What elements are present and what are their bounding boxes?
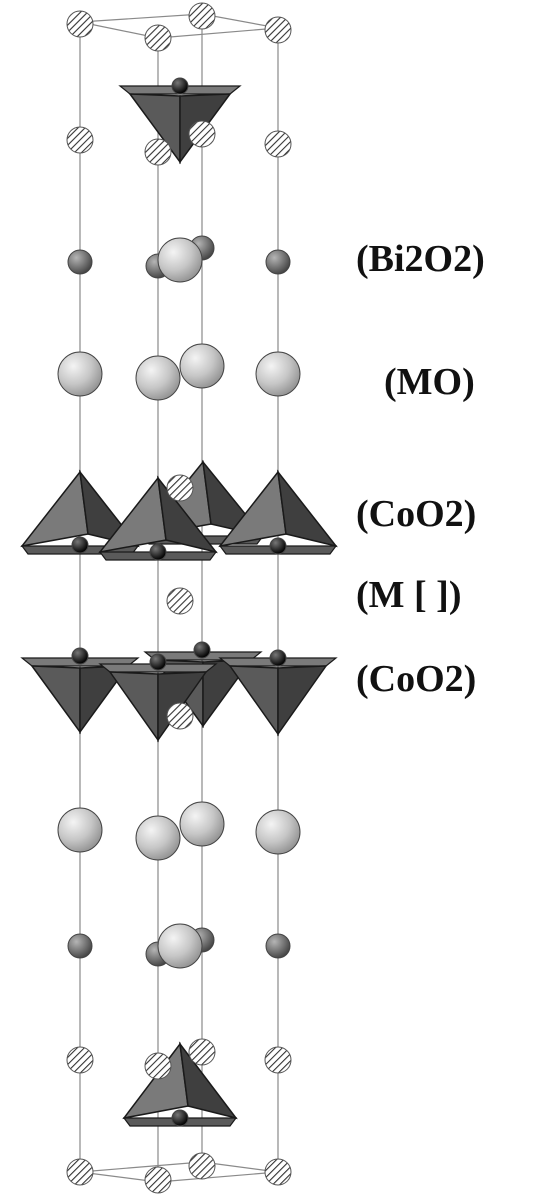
cell-edge-line [157,1171,279,1183]
small-atom [265,933,291,959]
hatched-atom [144,1166,172,1194]
polyhedron-face [30,665,81,735]
layer-label-m-vacancy: (M [ ]) [356,574,462,616]
bi-o-polyhedron [122,1041,238,1127]
black-atom [269,537,287,555]
bi-o-polyhedron [118,85,242,165]
atom-spheres [57,2,301,1194]
cell-edge-line [79,13,203,23]
large-atom [255,351,301,397]
polyhedron-face [276,469,338,548]
hatched-atom [66,1158,94,1186]
black-atom [71,536,89,554]
hatched-atom [66,10,94,38]
large-atom [179,343,225,389]
hatched-atom [188,2,216,30]
hatched-atom [188,1152,216,1180]
hatched-atom [188,120,216,148]
cell-edge-line [157,27,279,39]
small-atom [265,249,291,275]
hatched-atom [264,1158,292,1186]
hatched-atom [144,1052,172,1080]
large-atom [57,807,103,853]
polyhedron-face [20,470,89,548]
polyhedron-face [228,665,279,737]
layer-label-bi2o2: (Bi2O2) [356,238,485,280]
small-atom [67,249,93,275]
hatched-atom [188,1038,216,1066]
coo2-polyhedron [218,469,338,555]
large-atom [135,815,181,861]
hatched-atom [144,24,172,52]
polyhedron-face [108,671,159,743]
layer-label-coo2-lower: (CoO2) [356,658,477,700]
black-atom [171,1109,189,1127]
black-atom [269,649,287,667]
small-atom [67,933,93,959]
large-atom [179,801,225,847]
large-atom [157,237,203,283]
hatched-atom [144,138,172,166]
black-atom [71,647,89,665]
hatched-atom [166,702,194,730]
hatched-atom [264,130,292,158]
layer-label-coo2-upper: (CoO2) [356,493,477,535]
black-atom [149,543,167,561]
large-atom [157,923,203,969]
layer-label-mo: (MO) [384,361,475,403]
hatched-atom [66,126,94,154]
hatched-atom [66,1046,94,1074]
large-atom [255,809,301,855]
cell-edge-line [79,1161,203,1173]
hatched-atom [166,474,194,502]
black-atom [193,641,211,659]
black-atom [171,77,189,95]
hatched-atom [264,16,292,44]
polyhedron-face [277,665,328,737]
black-atom [149,653,167,671]
large-atom [135,355,181,401]
hatched-atom [264,1046,292,1074]
coo2-polyhedron [218,657,338,737]
hatched-atom [166,587,194,615]
large-atom [57,351,103,397]
